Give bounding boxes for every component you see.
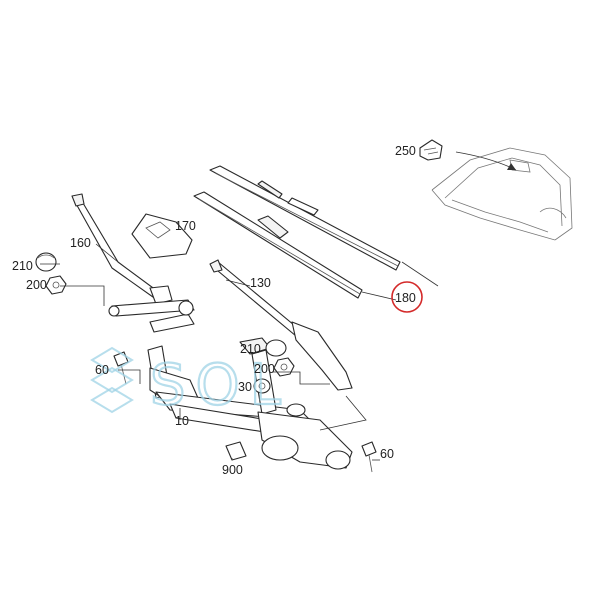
washer-30 [253,378,271,394]
windshield-outline [431,147,573,241]
cap-210-right [265,339,287,357]
wiper-arm-130 [209,259,353,391]
screw-60-right [361,441,377,473]
label-180: 180 [395,291,416,305]
label-60-left: 60 [95,363,109,377]
rain-sensor-250 [419,139,443,161]
label-900: 900 [222,463,243,477]
wiper-linkage-10 [108,299,353,470]
cowl-cap-170 [131,213,193,259]
label-250: 250 [395,144,416,158]
watermark-logo: SOL [90,346,291,419]
grommet-900 [225,441,247,461]
nut-200-left [45,275,67,295]
lead-line-180 [361,261,439,301]
cap-210-left [35,252,57,272]
label-30: 30 [238,380,252,394]
sensor-pointer-arrow [455,151,517,171]
highlight-circle-180 [391,281,423,313]
label-210-left: 210 [12,259,33,273]
sensor-arrowhead [507,163,516,170]
label-200-right: 200 [254,362,275,376]
label-10: 10 [175,414,189,428]
label-130: 130 [250,276,271,290]
label-60-right: 60 [380,447,394,461]
wiper-arm-160 [71,193,173,305]
nut-200-right [273,357,295,377]
label-160: 160 [70,236,91,250]
wiper-blade-passenger [193,191,363,299]
watermark-text: SOL [150,353,291,418]
label-170: 170 [175,219,196,233]
leader-lines [40,243,380,461]
label-210-right: 210 [240,342,261,356]
label-200-left: 200 [26,278,47,292]
wiper-blade-driver [209,165,401,271]
